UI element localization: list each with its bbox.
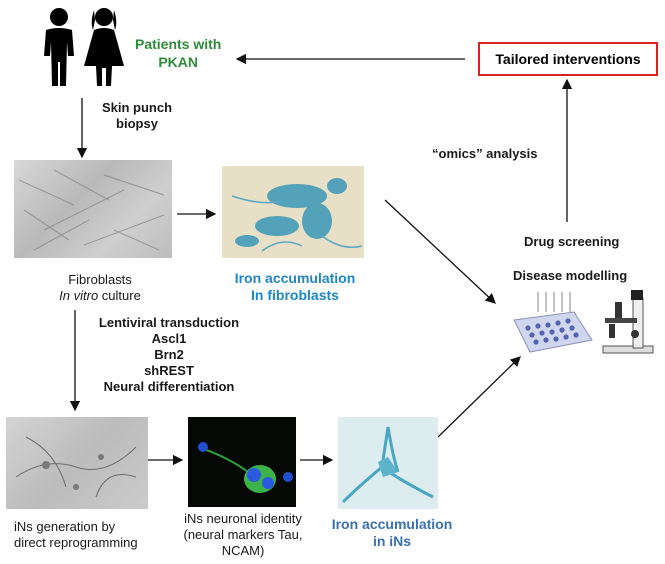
fibroblasts-label: Fibroblasts In vitro culture bbox=[59, 272, 141, 303]
iron-ins-micrograph bbox=[338, 417, 438, 509]
transduction-steps: Lentiviral transduction Ascl1 Brn2 shRES… bbox=[84, 315, 254, 395]
step-ascl1: Ascl1 bbox=[151, 331, 187, 346]
fibroblast-micrograph bbox=[14, 160, 172, 258]
ins-identity-label: iNs neuronal identity (neural markers Ta… bbox=[183, 511, 303, 558]
disease-modelling-label: Disease modelling bbox=[513, 268, 628, 283]
ins-identity-fluorescence bbox=[188, 417, 296, 507]
step-lentiviral: Lentiviral transduction bbox=[98, 315, 240, 330]
iron-ins-label: Iron accumulation in iNs bbox=[331, 516, 453, 549]
arrow-iron-to-modelling bbox=[384, 199, 496, 304]
iron-fibroblast-micrograph bbox=[222, 166, 364, 258]
arrow-iron-ins-to-modelling bbox=[437, 356, 521, 438]
biopsy-label: Skin punch biopsy bbox=[101, 100, 173, 131]
tailored-interventions-box: Tailored interventions bbox=[478, 42, 658, 76]
ins-generation-micrograph bbox=[6, 417, 148, 509]
step-brn2: Brn2 bbox=[154, 347, 184, 362]
iron-fibroblasts-label: Iron accumulation In fibroblasts bbox=[234, 270, 356, 303]
ins-generation-label: iNs generation by direct reprogramming bbox=[14, 519, 138, 550]
omics-label: “omics” analysis bbox=[432, 146, 538, 161]
microscope-icon bbox=[602, 290, 654, 354]
well-plate-pipette-icon bbox=[513, 292, 593, 353]
step-neural-diff: Neural differentiation bbox=[103, 379, 235, 394]
patients-children-icon bbox=[44, 8, 124, 86]
patients-label: Patients with PKAN bbox=[135, 36, 222, 70]
step-shrest: shREST bbox=[144, 363, 194, 378]
tailored-interventions-label: Tailored interventions bbox=[495, 51, 641, 67]
drug-screening-label: Drug screening bbox=[524, 234, 620, 249]
